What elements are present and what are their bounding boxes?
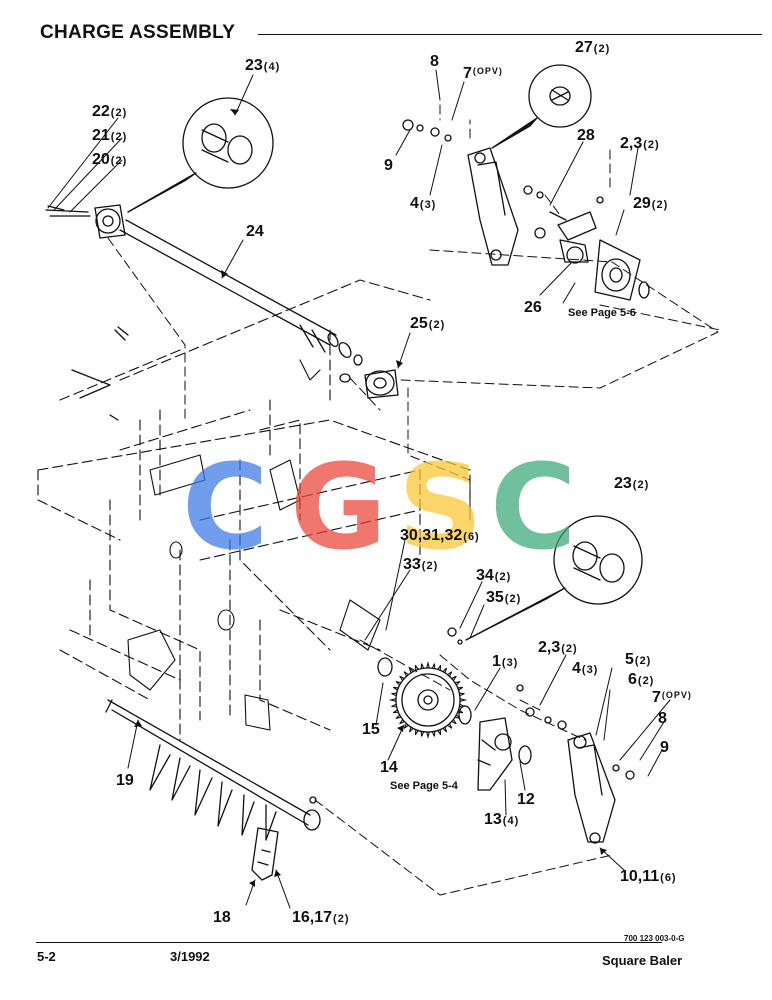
callout-23-lower: 23(2) [614, 475, 650, 492]
callout-9-lower: 9 [660, 739, 669, 756]
footer-date: 3/1992 [170, 949, 210, 964]
baler-frame-phantom [37, 279, 471, 741]
callout-28: 28 [577, 127, 595, 144]
callout-22: 22(2) [92, 103, 128, 120]
callout-8-lower: 8 [658, 710, 667, 727]
bottom-rule [36, 942, 662, 943]
watermark-letter-s: S [398, 438, 483, 576]
sprocket-14 [395, 667, 461, 733]
callout-9-upper: 9 [384, 157, 393, 174]
see-page-upper: See Page 5-6 [568, 307, 636, 319]
callout-21: 21(2) [92, 127, 128, 144]
page-title: CHARGE ASSEMBLY [40, 22, 236, 43]
callout-4-lower: 4(3) [572, 660, 599, 677]
callout-2-3-upper: 2,3(2) [620, 135, 660, 152]
callout-12: 12 [517, 791, 535, 808]
title-rule [258, 34, 762, 35]
callout-23-upper: 23(4) [245, 57, 281, 74]
watermark-letter-g: G [290, 438, 387, 576]
callout-19: 19 [116, 772, 134, 789]
bearing-25 [339, 354, 399, 399]
watermark-letter-c1: C [182, 438, 269, 576]
crossbar-19 [105, 699, 321, 841]
footer-product: Square Baler [602, 953, 683, 968]
crank-arm-lower [525, 707, 635, 844]
callout-16-17: 16,17(2) [292, 909, 350, 926]
callout-8-upper: 8 [430, 53, 439, 70]
callout-6: 6(2) [628, 671, 655, 688]
callout-35: 35(2) [486, 589, 522, 606]
crank-arm-upper [402, 119, 567, 266]
callout-29: 29(2) [633, 195, 669, 212]
callout-7-lower: 7(OPV) [652, 689, 692, 706]
callout-13: 13(4) [484, 811, 520, 828]
sprocket-tooth-outline [388, 660, 468, 740]
hub-29 [534, 196, 650, 301]
callout-26: 26 [524, 299, 542, 316]
shaft-24 [95, 208, 352, 359]
callout-10-11: 10,11(6) [620, 868, 677, 885]
callout-18: 18 [213, 909, 231, 926]
callout-30-31-32: 30,31,32(6) [400, 527, 480, 544]
watermark-letter-c2: C [490, 438, 577, 576]
callout-5: 5(2) [625, 651, 652, 668]
callout-27: 27(2) [575, 39, 611, 56]
callout-33: 33(2) [403, 556, 439, 573]
callout-1: 1(3) [492, 653, 519, 670]
callout-20: 20(2) [92, 151, 128, 168]
hub-12 [477, 684, 532, 791]
callout-2-3-lower: 2,3(2) [538, 639, 578, 656]
callout-4-upper: 4(3) [410, 195, 437, 212]
callout-24: 24 [246, 223, 264, 240]
drawing-reference: 700 123 003-0-G [624, 934, 685, 943]
callout-25: 25(2) [410, 315, 446, 332]
callout-34: 34(2) [476, 567, 512, 584]
callout-15: 15 [362, 721, 380, 738]
callout-7-upper: 7(OPV) [463, 65, 503, 82]
footer-page-number: 5-2 [37, 949, 56, 964]
callout-14: 14 [380, 759, 398, 776]
see-page-lower: See Page 5-4 [390, 780, 458, 792]
